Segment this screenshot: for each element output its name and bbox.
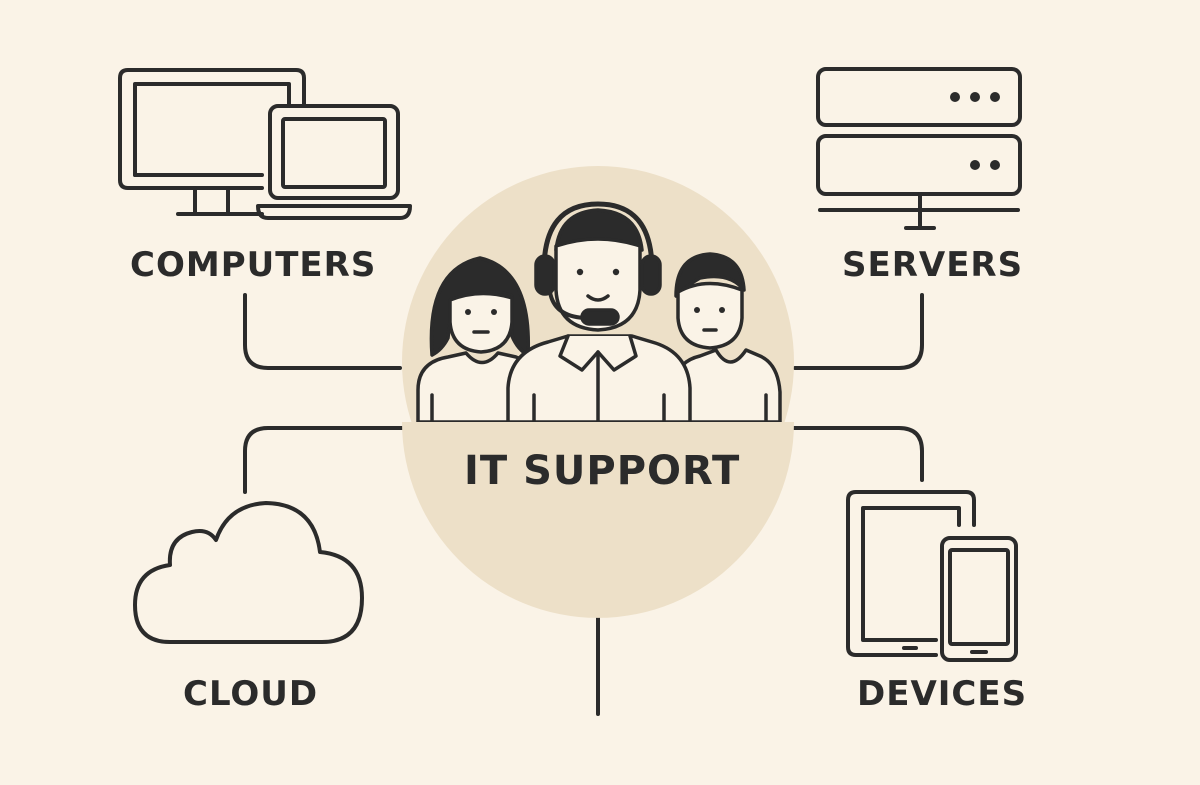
devices-label: DEVICES: [857, 674, 1028, 714]
it-support-hub: [402, 166, 794, 618]
servers-label: SERVERS: [842, 245, 1024, 285]
support-agent-icon: [506, 201, 692, 424]
computer-laptop-icon: [118, 68, 412, 220]
cloud-label: CLOUD: [183, 674, 319, 714]
connector-cloud: [243, 426, 412, 494]
connector-servers: [793, 293, 924, 370]
cloud-icon: [133, 501, 364, 644]
server-rack-icon: [816, 67, 1022, 230]
computers-label: COMPUTERS: [130, 245, 377, 285]
person-man-icon: [670, 252, 782, 424]
connector-computers: [243, 293, 402, 370]
it-support-label: IT SUPPORT: [464, 448, 741, 494]
tablet-phone-icon: [846, 490, 1018, 662]
connector-devices: [785, 426, 924, 482]
